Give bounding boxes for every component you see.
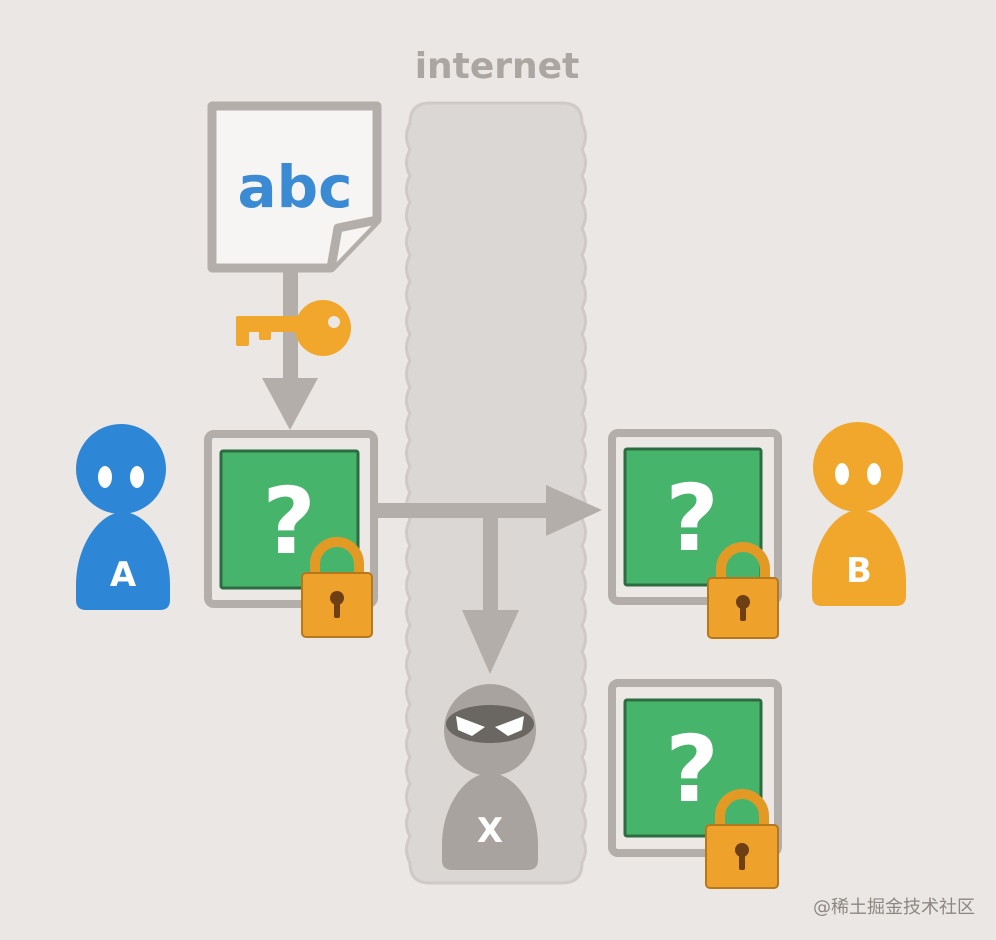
person-x-body — [442, 773, 538, 870]
intercept-arrow-shaft — [483, 510, 498, 614]
person-a-body — [76, 512, 170, 610]
person-a-eye-left — [98, 466, 112, 488]
person-b-body — [812, 510, 906, 606]
person-x-eye-left — [456, 716, 485, 736]
watermark: @稀土掘金技术社区 — [813, 897, 975, 918]
person-x: X — [442, 684, 538, 870]
padlock-sent-keyhole — [330, 591, 344, 605]
person-x-eye-right — [495, 716, 524, 736]
padlock-icon — [707, 542, 779, 639]
person-icon — [76, 424, 170, 610]
person-x-label: X — [477, 811, 503, 851]
padlock-received-keyhole-slot — [740, 604, 746, 621]
document-fold — [326, 215, 378, 269]
key-bow — [295, 300, 351, 356]
document-icon: abc — [207, 101, 382, 273]
internet-label: internet — [415, 46, 580, 87]
padlock-intercepted-shackle — [715, 789, 769, 828]
key-tooth-1 — [236, 316, 249, 346]
padlock-received-keyhole — [736, 595, 750, 609]
padlock-sent-shackle — [310, 537, 364, 576]
key-icon — [236, 300, 351, 356]
person-a-eye-right — [130, 466, 144, 488]
padlock-received-shackle — [716, 542, 770, 581]
box-intercepted-symbol: ? — [665, 716, 718, 823]
masked-person-icon — [442, 684, 538, 870]
person-a-head — [76, 424, 166, 514]
person-b-label: B — [846, 551, 872, 591]
intercept-arrow — [462, 510, 519, 674]
person-b: B — [812, 422, 906, 606]
transmit-arrow — [374, 485, 602, 536]
padlock-intercepted-keyhole — [735, 843, 749, 857]
padlock-icon — [301, 537, 373, 638]
person-a-label: A — [110, 555, 137, 595]
encrypt-arrow-head — [262, 378, 318, 430]
box-sent-symbol: ? — [262, 468, 315, 575]
padlock-intercepted-keyhole-slot — [739, 852, 745, 870]
encrypted-box-intercepted: ? — [608, 679, 782, 857]
key-tooth-2 — [259, 316, 271, 340]
person-b-head — [813, 422, 903, 512]
document-text: abc — [237, 153, 352, 221]
intercept-arrow-head — [462, 610, 519, 674]
encrypted-box-received: ? — [608, 429, 782, 605]
internet-zone — [405, 101, 587, 885]
key-bow-hole — [328, 316, 340, 328]
encrypted-box-sent: ? — [204, 430, 378, 608]
padlock-sent-keyhole-slot — [334, 600, 340, 618]
box-received-symbol: ? — [665, 465, 718, 572]
person-a: A — [76, 424, 170, 610]
person-b-eye-right — [867, 463, 881, 485]
box-sent-green — [219, 449, 360, 590]
person-icon — [812, 422, 906, 606]
transmit-arrow-head — [546, 485, 602, 536]
transmit-arrow-shaft — [374, 503, 550, 518]
person-b-eye-left — [835, 463, 849, 485]
padlock-icon — [705, 789, 779, 889]
